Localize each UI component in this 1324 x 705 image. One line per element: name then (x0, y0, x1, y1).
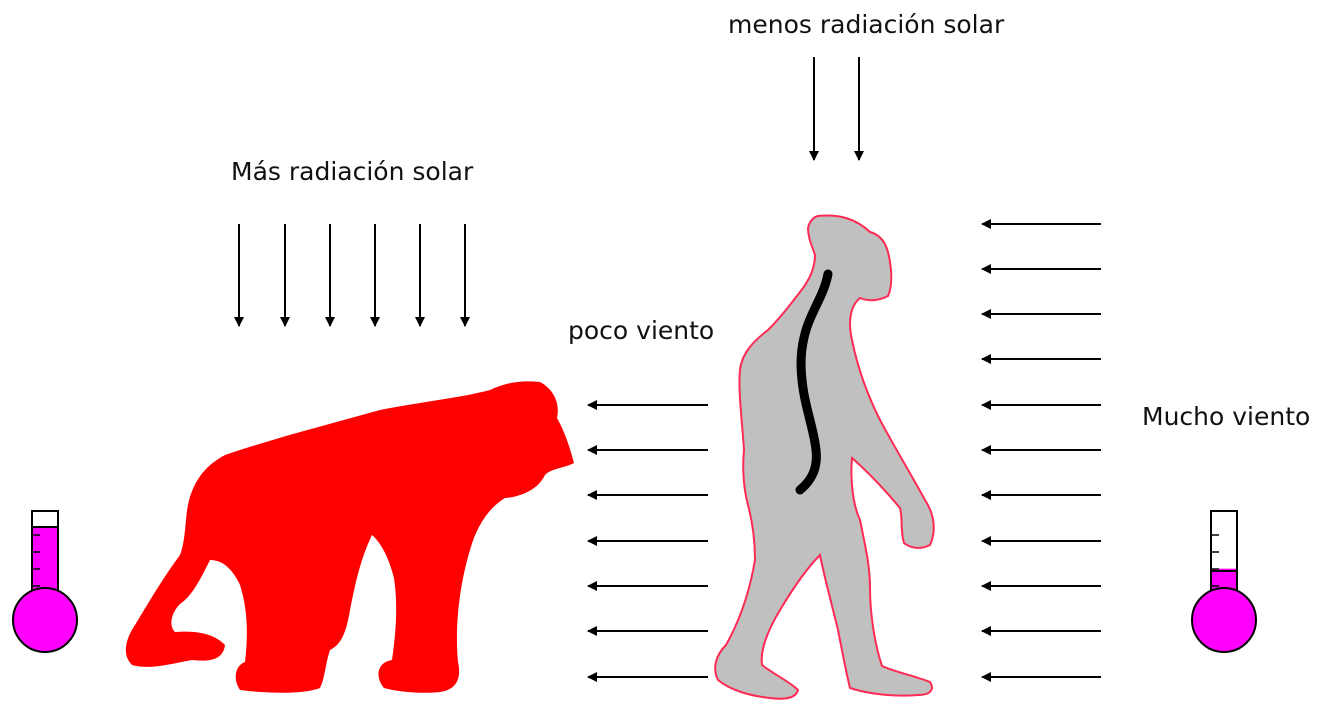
radiation-arrows-strong (234, 224, 470, 327)
radiation-arrows-weak (809, 57, 864, 161)
quadruped-ape-silhouette (125, 381, 574, 693)
thermometer-cool-icon (1191, 510, 1257, 653)
little-wind-label: poco viento (568, 316, 715, 345)
less-radiation-label: menos radiación solar (728, 10, 1005, 39)
wind-arrows-weak (587, 400, 708, 682)
more-radiation-label: Más radiación solar (231, 157, 474, 186)
spine-line (795, 269, 833, 495)
much-wind-label: Mucho viento (1142, 402, 1311, 431)
thermometer-hot-icon (12, 510, 78, 653)
bipedal-hominid-silhouette (714, 214, 935, 700)
wind-arrows-strong (981, 219, 1101, 682)
